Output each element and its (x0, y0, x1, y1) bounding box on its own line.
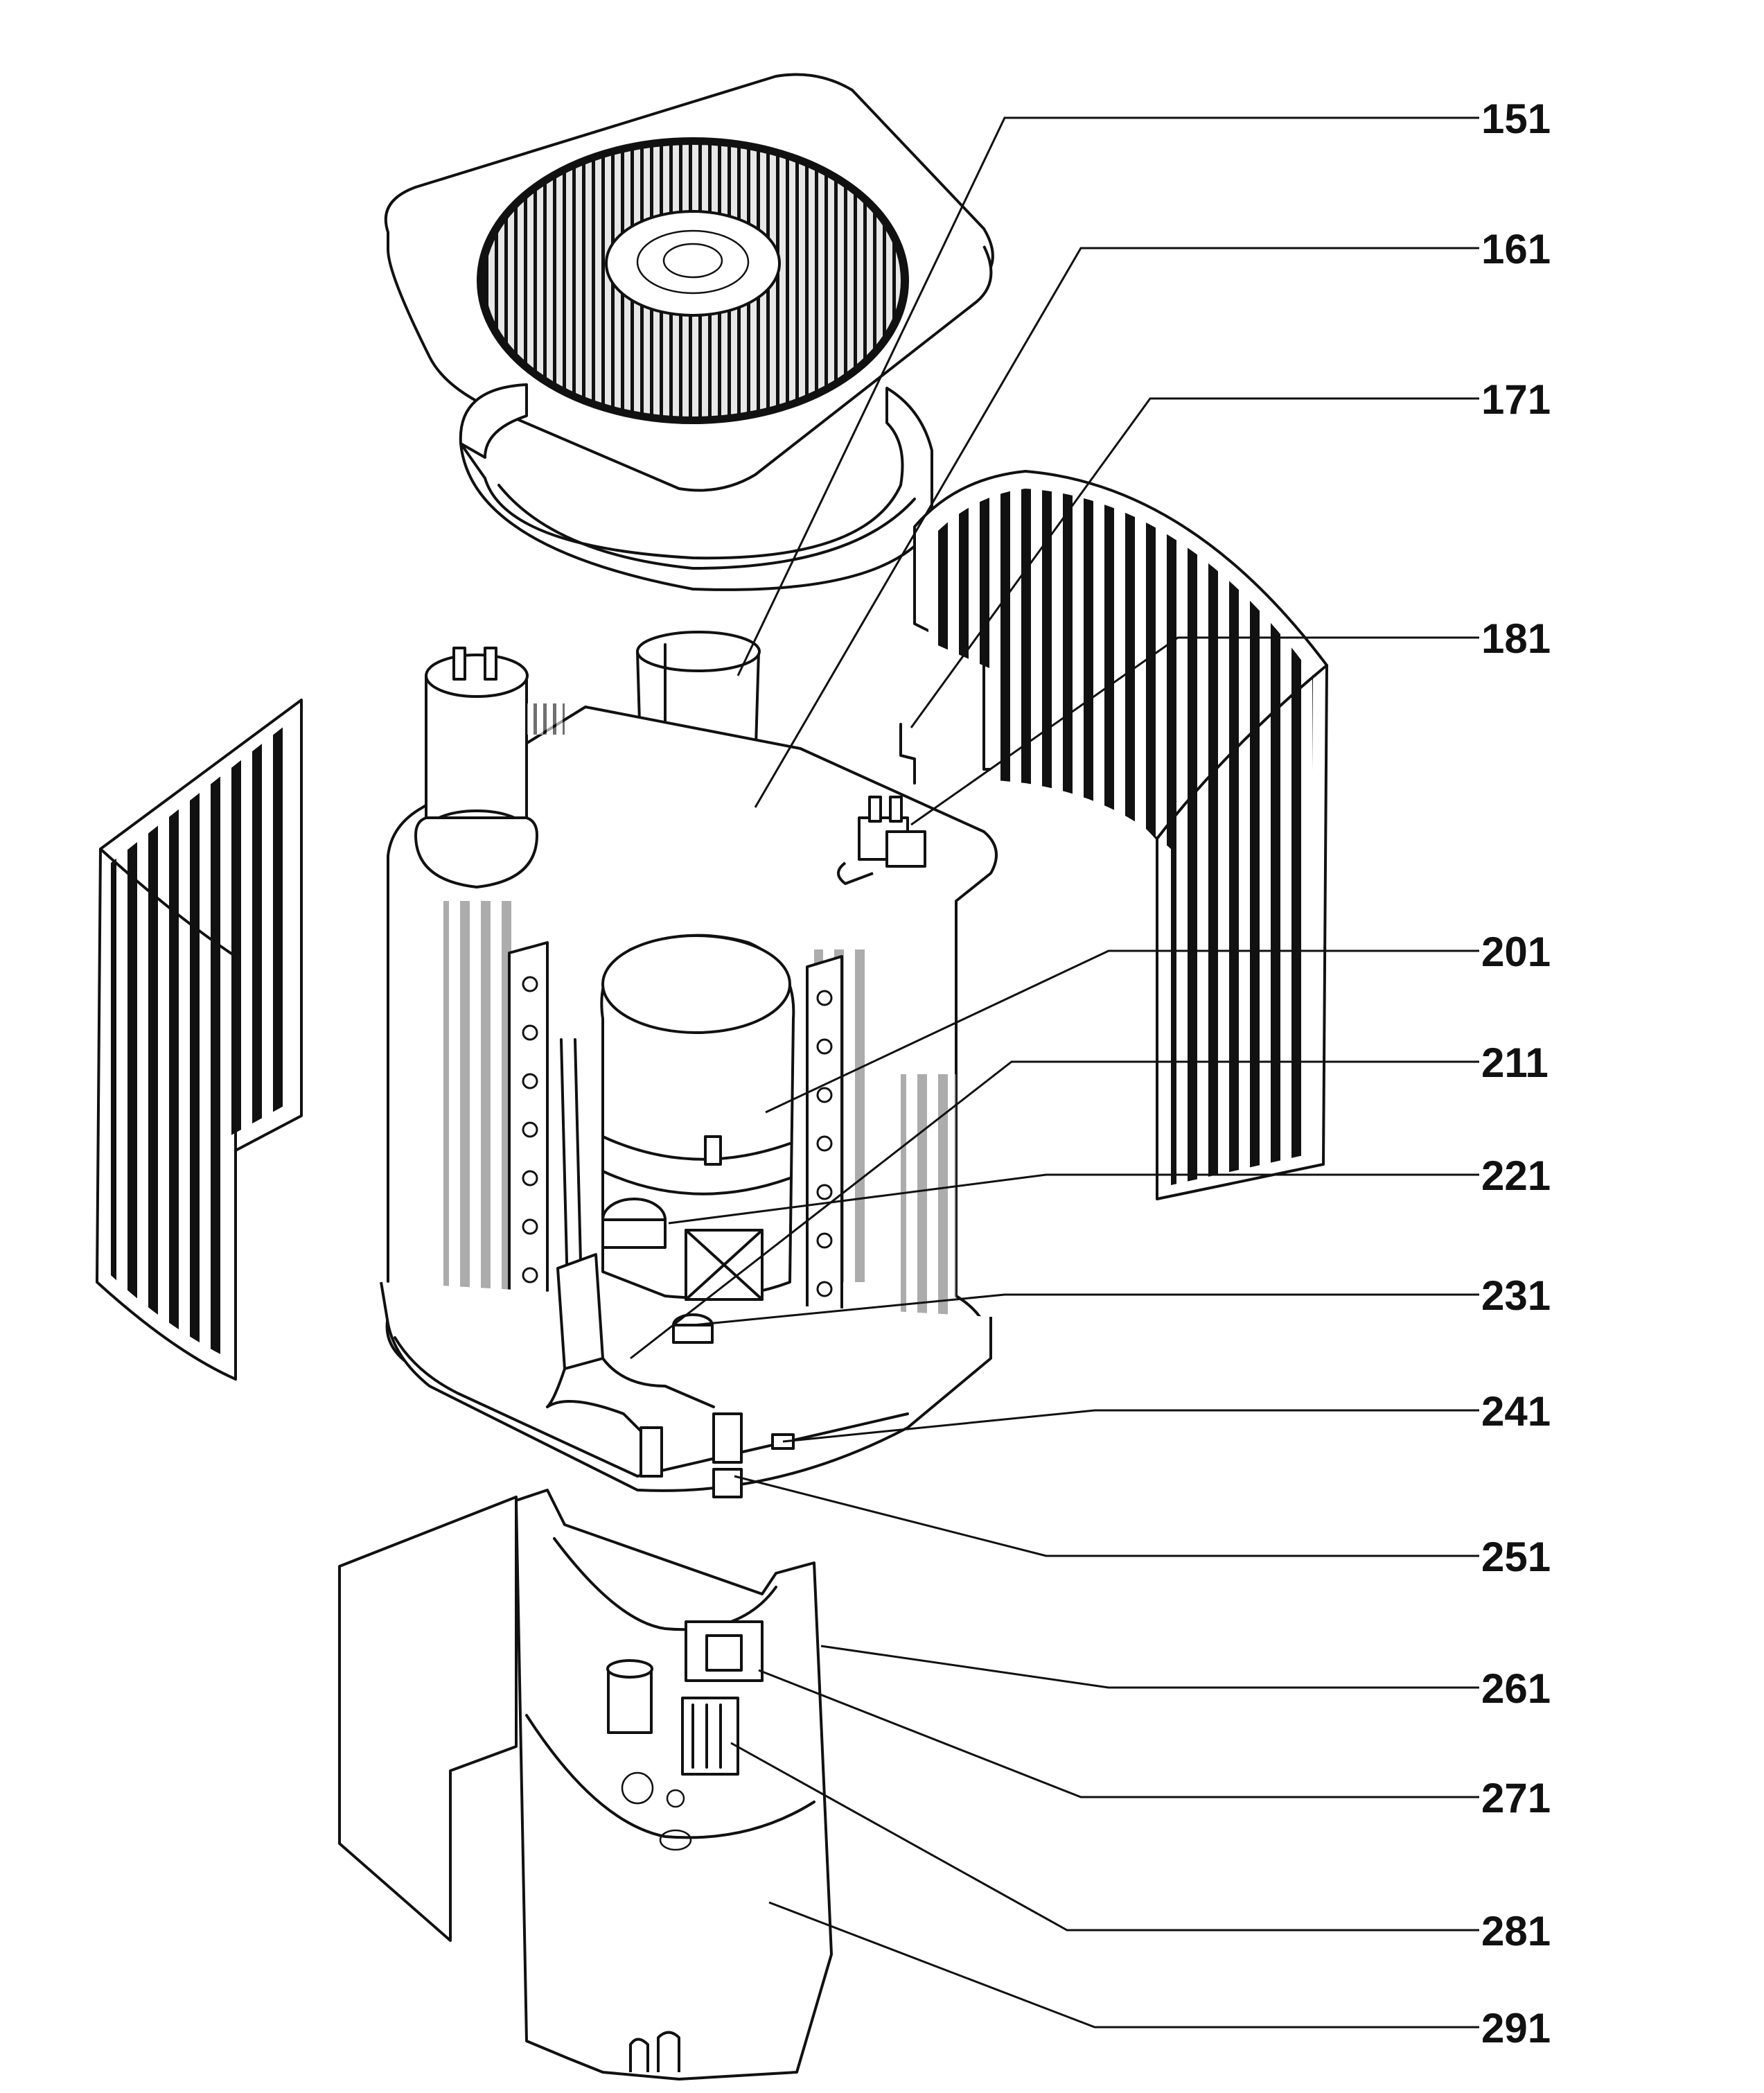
callout-161: 161 (1481, 226, 1551, 272)
muffler-part (601, 1198, 667, 1249)
leader-161 (754, 247, 1479, 808)
callout-numbers: 151 161 171 181 201 211 221 231 241 251 … (1481, 96, 1551, 2051)
leader-151 (737, 116, 1479, 676)
leader-251 (734, 1475, 1479, 1557)
callout-211: 211 (1481, 1040, 1549, 1086)
callout-251: 251 (1481, 1534, 1551, 1580)
callout-291: 291 (1481, 2005, 1551, 2051)
callout-201: 201 (1481, 929, 1551, 975)
fan-shroud-part (459, 383, 933, 591)
callout-281: 281 (1481, 1908, 1551, 1954)
callout-221: 221 (1481, 1153, 1551, 1199)
leader-231 (692, 1293, 1479, 1326)
accumulator-part (414, 647, 565, 888)
callout-261: 261 (1481, 1665, 1551, 1712)
fan-guard-part (384, 73, 994, 492)
callout-151: 151 (1481, 96, 1551, 142)
control-box-part (338, 1489, 833, 2081)
piping-part (546, 1357, 795, 1498)
leader-201 (765, 949, 1479, 1114)
leader-241 (782, 1409, 1479, 1443)
leader-221 (668, 1173, 1479, 1225)
leader-281 (730, 1742, 1479, 1932)
leader-181 (910, 636, 1479, 826)
leader-171 (910, 397, 1479, 728)
reversing-valve-part (837, 723, 926, 885)
leader-261 (820, 1645, 1479, 1689)
callout-231: 231 (1481, 1272, 1551, 1319)
callout-271: 271 (1481, 1775, 1551, 1821)
callout-181: 181 (1481, 615, 1551, 662)
leader-211 (630, 1060, 1479, 1360)
leader-lines (630, 116, 1479, 2029)
callout-241: 241 (1481, 1388, 1551, 1435)
leader-291 (768, 1901, 1479, 2029)
leader-271 (758, 1669, 1479, 1798)
left-grille-panel (96, 699, 303, 1381)
right-grille-panel (913, 470, 1328, 1200)
compressor-mount-part (672, 1313, 714, 1344)
callout-171: 171 (1481, 376, 1551, 423)
